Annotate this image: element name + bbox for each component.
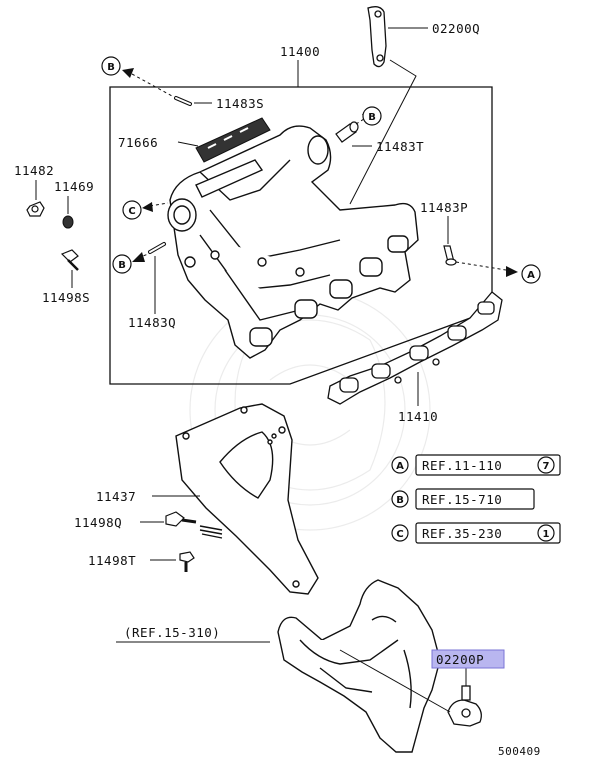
reference-b-text: REF.15-710: [422, 492, 502, 507]
reference-c-marker: C: [396, 529, 403, 540]
label-11498t: 11498T: [88, 553, 136, 568]
reference-a-count: 7: [543, 461, 550, 472]
svg-text:B: B: [368, 112, 376, 123]
leader-71666: [177, 141, 199, 147]
label-11437: 11437: [96, 489, 136, 504]
svg-text:B: B: [118, 260, 126, 271]
label-11483p: 11483P: [420, 200, 468, 215]
reference-a[interactable]: A REF.11-110 7: [391, 454, 561, 476]
label-11498q: 11498Q: [74, 515, 122, 530]
arrow-a-dash: [455, 261, 507, 271]
label-11483q: 11483Q: [128, 315, 176, 330]
reference-b[interactable]: B REF.15-710: [391, 488, 535, 510]
marker-b-2: B: [362, 106, 382, 126]
pin-11483q: [148, 242, 166, 254]
bracket-02200p: [447, 685, 482, 727]
reference-b-marker: B: [396, 495, 404, 506]
bolt-11498q: [165, 511, 197, 527]
pin-11483s: [174, 96, 192, 106]
label-11400: 11400: [280, 44, 320, 59]
marker-b-3: B: [112, 254, 132, 274]
reference-a-marker: A: [396, 461, 404, 472]
arrow-c-dash: [149, 202, 169, 207]
reference-c-count: 1: [543, 529, 550, 540]
leader-02200q-to-manifold: [349, 59, 417, 205]
label-02200q: 02200Q: [432, 21, 480, 36]
svg-text:A: A: [527, 270, 535, 281]
marker-c-1: C: [122, 200, 142, 220]
svg-text:B: B: [107, 62, 115, 73]
leader-02200p-to-manifold: [339, 649, 451, 713]
arrow-b-dash-2: [355, 118, 365, 125]
reference-c[interactable]: C REF.35-230 1: [391, 522, 561, 544]
label-11498s: 11498S: [42, 290, 90, 305]
label-plate-71666: [195, 117, 271, 163]
arrow-a-head: [506, 266, 518, 277]
label-11482: 11482: [14, 163, 54, 178]
gasket-11410: [327, 291, 503, 405]
bolt-11498t: [179, 551, 195, 572]
washer-11469: [62, 215, 74, 229]
marker-a-1: A: [521, 264, 541, 284]
label-11483s: 11483S: [216, 96, 264, 111]
label-02200p[interactable]: 02200P: [436, 652, 484, 667]
exhaust-manifold: [277, 579, 441, 753]
label-11410: 11410: [398, 409, 438, 424]
heat-shield-11437: [175, 403, 319, 595]
arrow-c-head: [142, 202, 153, 212]
label-ref-15-310: (REF.15-310): [124, 625, 220, 640]
label-71666: 71666: [118, 135, 158, 150]
reference-c-text: REF.35-230: [422, 526, 502, 541]
diagram-number: 500409: [498, 745, 541, 758]
highlight-02200p: [431, 649, 505, 669]
label-11483t: 11483T: [376, 139, 424, 154]
pin-11483p: [443, 245, 457, 266]
arrow-b-head-1: [122, 68, 134, 78]
assembly-frame: [109, 86, 493, 385]
marker-b-1: B: [101, 56, 121, 76]
bracket-02200q: [367, 6, 387, 68]
nut-11482: [26, 201, 45, 217]
reference-a-text: REF.11-110: [422, 458, 502, 473]
svg-text:C: C: [128, 206, 135, 217]
arrow-b-head-3: [132, 252, 145, 262]
arrow-b-dash-1: [131, 73, 173, 97]
pin-11483t: [335, 121, 359, 143]
label-11469: 11469: [54, 179, 94, 194]
stud-11498s: [60, 249, 79, 271]
intake-manifold: [167, 125, 419, 359]
